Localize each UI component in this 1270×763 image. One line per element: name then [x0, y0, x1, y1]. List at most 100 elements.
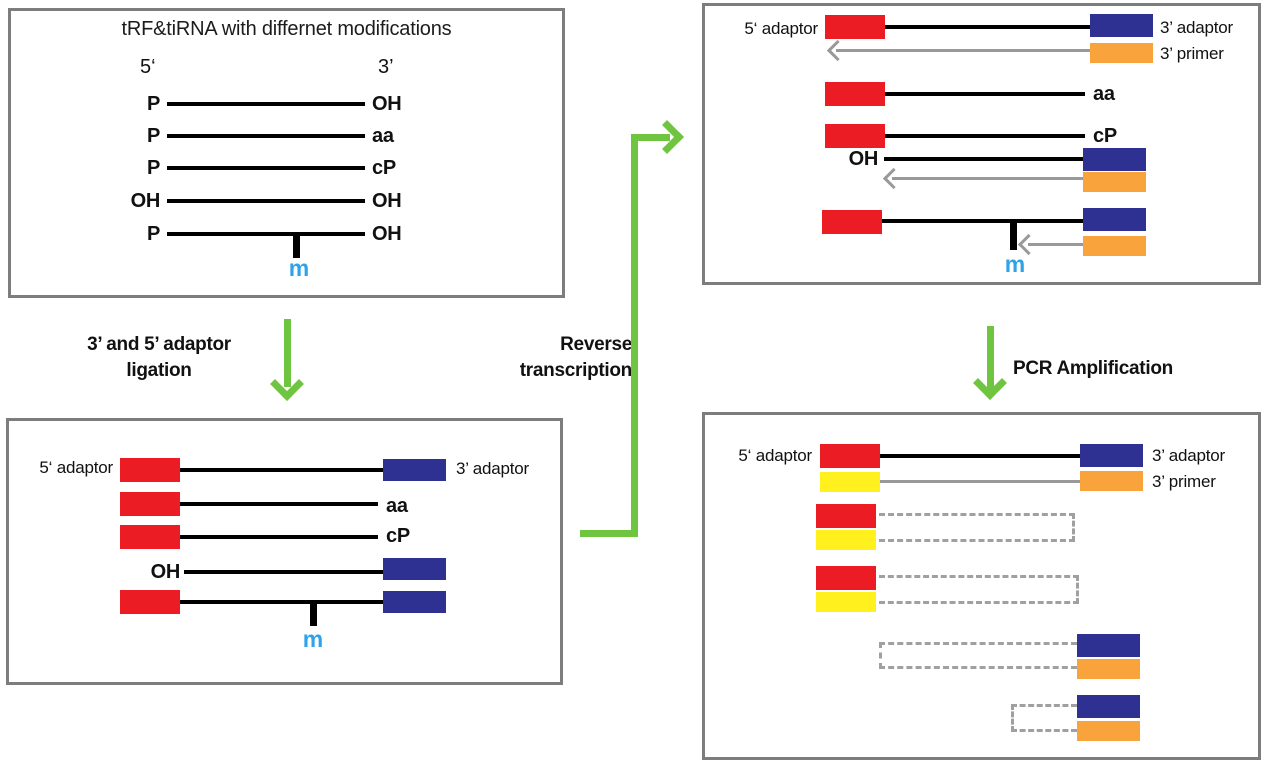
rna-line — [884, 157, 1083, 161]
amplicon-dashed-outline — [879, 513, 1075, 542]
rna-line — [184, 570, 383, 574]
five-adaptor-box — [820, 444, 880, 468]
rt-label-line2: transcription — [519, 360, 633, 381]
ligation-step-label-line2: ligation — [126, 360, 192, 381]
cdna-arrow-line — [836, 49, 1090, 52]
three-primer-box — [1083, 236, 1146, 256]
down-arrow-shaft — [284, 319, 291, 387]
rt-label-line1: Reverse — [560, 334, 632, 355]
cdna-arrow-line — [1028, 243, 1083, 246]
modification-tick — [310, 602, 317, 626]
modification-tick — [293, 235, 300, 258]
three-primer-label: 3’ primer — [1152, 472, 1216, 491]
five-end-group: P — [146, 223, 160, 245]
five-end-group: OH — [130, 190, 161, 212]
methylation-label: m — [1004, 251, 1026, 277]
three-adaptor-label: 3’ adaptor — [1160, 18, 1233, 37]
rna-line — [167, 102, 365, 106]
five-end-group: P — [146, 93, 160, 115]
rna-line — [167, 199, 365, 203]
three-primer-box — [1077, 721, 1140, 741]
five-adaptor-box — [816, 504, 876, 528]
cdna-arrow-line — [892, 177, 1083, 180]
cdna-line — [880, 480, 1080, 483]
three-primer-label: 3’ primer — [1160, 44, 1224, 63]
rna-line — [885, 134, 1085, 138]
three-primer-box — [1077, 659, 1140, 679]
rna-line — [885, 92, 1085, 96]
five-adaptor-box — [120, 590, 180, 614]
rna-line — [167, 166, 365, 170]
three-adaptor-label: 3’ adaptor — [1152, 446, 1225, 465]
reverse-transcription-step-label: Reverse transcription — [425, 332, 633, 384]
five-end-group: P — [146, 157, 160, 179]
rna-line — [880, 454, 1080, 458]
three-adaptor-box — [1083, 148, 1146, 171]
five-end-group: P — [146, 125, 160, 147]
three-primer-box — [1090, 43, 1153, 63]
three-end-group: OH — [372, 190, 402, 212]
rna-line — [180, 535, 378, 539]
three-end-group: aa — [1093, 83, 1115, 105]
down-arrow-head-icon — [973, 366, 1007, 400]
three-primer-box — [1083, 172, 1146, 192]
rna-line — [180, 468, 383, 472]
three-primer-box — [1080, 471, 1143, 491]
down-arrow-shaft — [987, 326, 994, 390]
amplicon-dashed-outline — [1011, 704, 1077, 732]
five-adaptor-box — [120, 525, 180, 549]
five-adaptor-label: 5‘ adaptor — [39, 458, 113, 477]
three-end-group: OH — [372, 223, 402, 245]
five-end-group: OH — [848, 148, 879, 170]
pcr-product-box — [820, 472, 880, 492]
three-end-group: OH — [372, 93, 402, 115]
elbow-arrow-top-segment — [638, 134, 670, 141]
panel-ligation — [6, 418, 563, 685]
elbow-arrow-bottom-segment — [580, 530, 638, 537]
rna-line — [180, 600, 383, 604]
rna-line — [882, 219, 1083, 223]
elbow-arrow-vertical-segment — [631, 134, 638, 537]
five-adaptor-box — [825, 124, 885, 148]
five-prime-end-label: 5‘ — [140, 56, 156, 78]
three-prime-end-label: 3’ — [378, 56, 394, 78]
rna-line — [885, 25, 1090, 29]
methylation-label: m — [288, 255, 310, 281]
three-adaptor-box — [383, 459, 446, 481]
methylation-label: m — [302, 626, 324, 652]
ligation-step-label: 3’ and 5’ adaptor ligation — [28, 332, 290, 384]
rna-line — [180, 502, 378, 506]
three-adaptor-box — [383, 558, 446, 580]
three-adaptor-box — [383, 591, 446, 613]
five-adaptor-label: 5‘ adaptor — [744, 19, 818, 38]
rna-line — [167, 134, 365, 138]
five-adaptor-box — [825, 15, 885, 39]
amplicon-dashed-outline — [879, 642, 1077, 669]
three-adaptor-label: 3’ adaptor — [456, 459, 529, 478]
pcr-step-label: PCR Amplification — [1013, 358, 1173, 379]
five-end-group: OH — [150, 561, 181, 583]
panel-pcr — [702, 412, 1261, 760]
right-arrow-head-icon — [650, 120, 684, 154]
five-adaptor-box — [825, 82, 885, 106]
five-adaptor-box — [816, 566, 876, 590]
three-adaptor-box — [1077, 695, 1140, 718]
three-end-group: aa — [386, 495, 408, 517]
three-adaptor-box — [1083, 208, 1146, 231]
three-adaptor-box — [1077, 634, 1140, 657]
pcr-product-box — [816, 592, 876, 612]
three-adaptor-box — [1090, 14, 1153, 37]
panel-modifications-title: tRF&tiRNA with differnet modifications — [121, 18, 452, 40]
five-adaptor-box — [120, 458, 180, 482]
amplicon-dashed-outline — [879, 575, 1079, 604]
three-end-group: aa — [372, 125, 394, 147]
five-adaptor-box — [120, 492, 180, 516]
five-adaptor-box — [822, 210, 882, 234]
five-adaptor-label: 5‘ adaptor — [738, 446, 812, 465]
three-end-group: cP — [1093, 125, 1117, 147]
three-end-group: cP — [386, 525, 410, 547]
modification-tick — [1010, 222, 1017, 250]
panel-modifications — [8, 8, 565, 298]
three-adaptor-box — [1080, 444, 1143, 467]
